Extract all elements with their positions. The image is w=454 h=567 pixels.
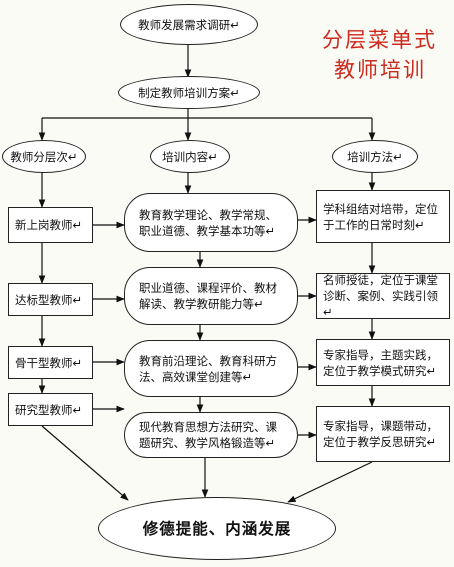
level-label-3: 骨干型教师↵ [15,355,83,370]
method-1-line2: 于工作的日常时刻↵ [323,217,425,232]
method-2-line1: 名师授徒，定位于课堂 [323,273,438,287]
method-node-3: 专家指导，主题实践， 定位于教学模式研究↵ [316,339,450,386]
survey-label: 教师发展需求调研↵ [138,17,240,32]
method-2-line2: 诊断、案例、实践引领↵ [323,289,438,319]
survey-node: 教师发展需求调研↵ [120,4,258,45]
plan-label: 制定教师培训方案↵ [138,85,240,100]
goal-label: 修德提能、内涵发展 [142,519,292,538]
level-node-3: 骨干型教师↵ [8,346,93,379]
content-3-line2: 法、高效课堂创建等↵ [139,369,253,384]
method-node-2: 名师授徒，定位于课堂 诊断、案例、实践引领↵ [316,273,450,319]
method-node-4: 专家指导，课题带动， 定位于教学反思研究↵ [316,406,450,462]
level-node-2: 达标型教师↵ [8,283,93,316]
content-node-4: 现代教育思想方法研究、课 题研究、教学风格锻造等↵ [124,412,298,458]
headline-line2: 教师培训 [334,58,426,82]
level-node-1: 新上岗教师↵ [8,207,93,243]
content-3-line1: 教育前沿理论、教育科研方 [139,353,277,368]
headline-line1: 分层菜单式 [322,28,437,52]
content-header-node: 培训内容↵ [150,140,230,173]
method-1-line1: 学科组结对培带，定位 [323,201,438,216]
content-node-2: 职业道德、课程评价、教材 解读、教学教研能力等↵ [124,267,298,325]
content-2-line2: 解读、教学教研能力等↵ [139,297,264,311]
method-node-1: 学科组结对培带，定位 于工作的日常时刻↵ [316,190,450,243]
content-2-line1: 职业道德、课程评价、教材 [139,281,277,295]
level-label-1: 新上岗教师↵ [15,218,83,232]
content-header-label: 培训内容↵ [162,149,218,164]
method-header-node: 培训方法↵ [332,140,418,173]
arrow-method4-to-goal [287,461,373,503]
level-node-4: 研究型教师↵ [8,393,93,426]
level-label-4: 研究型教师↵ [15,402,83,417]
method-3-line2: 定位于教学模式研究↵ [323,363,437,378]
method-4-line2: 定位于教学反思研究↵ [323,435,437,449]
content-node-3: 教育前沿理论、教育科研方 法、高效课堂创建等↵ [124,340,298,397]
content-node-1: 教育教学理论、教学常规、 职业道德、教学基本功等↵ [124,193,298,252]
goal-node: 修德提能、内涵发展 [98,497,336,560]
method-3-line1: 专家指导，主题实践， [323,347,438,362]
content-4-line2: 题研究、教学风格锻造等↵ [139,436,276,450]
plan-node: 制定教师培训方案↵ [118,76,260,109]
content-1-line2: 职业道德、教学基本功等↵ [139,223,276,238]
arrow-level4-to-goal [41,425,129,501]
content-4-line1: 现代教育思想方法研究、课 [139,420,277,434]
method-4-line1: 专家指导，课题带动， [323,419,438,433]
content-1-line1: 教育教学理论、教学常规、 [139,207,277,222]
method-header-label: 培训方法↵ [347,149,403,164]
levels-header-label: 教师分层次↵ [10,149,78,164]
level-label-2: 达标型教师↵ [15,292,83,307]
levels-header-node: 教师分层次↵ [2,140,86,173]
